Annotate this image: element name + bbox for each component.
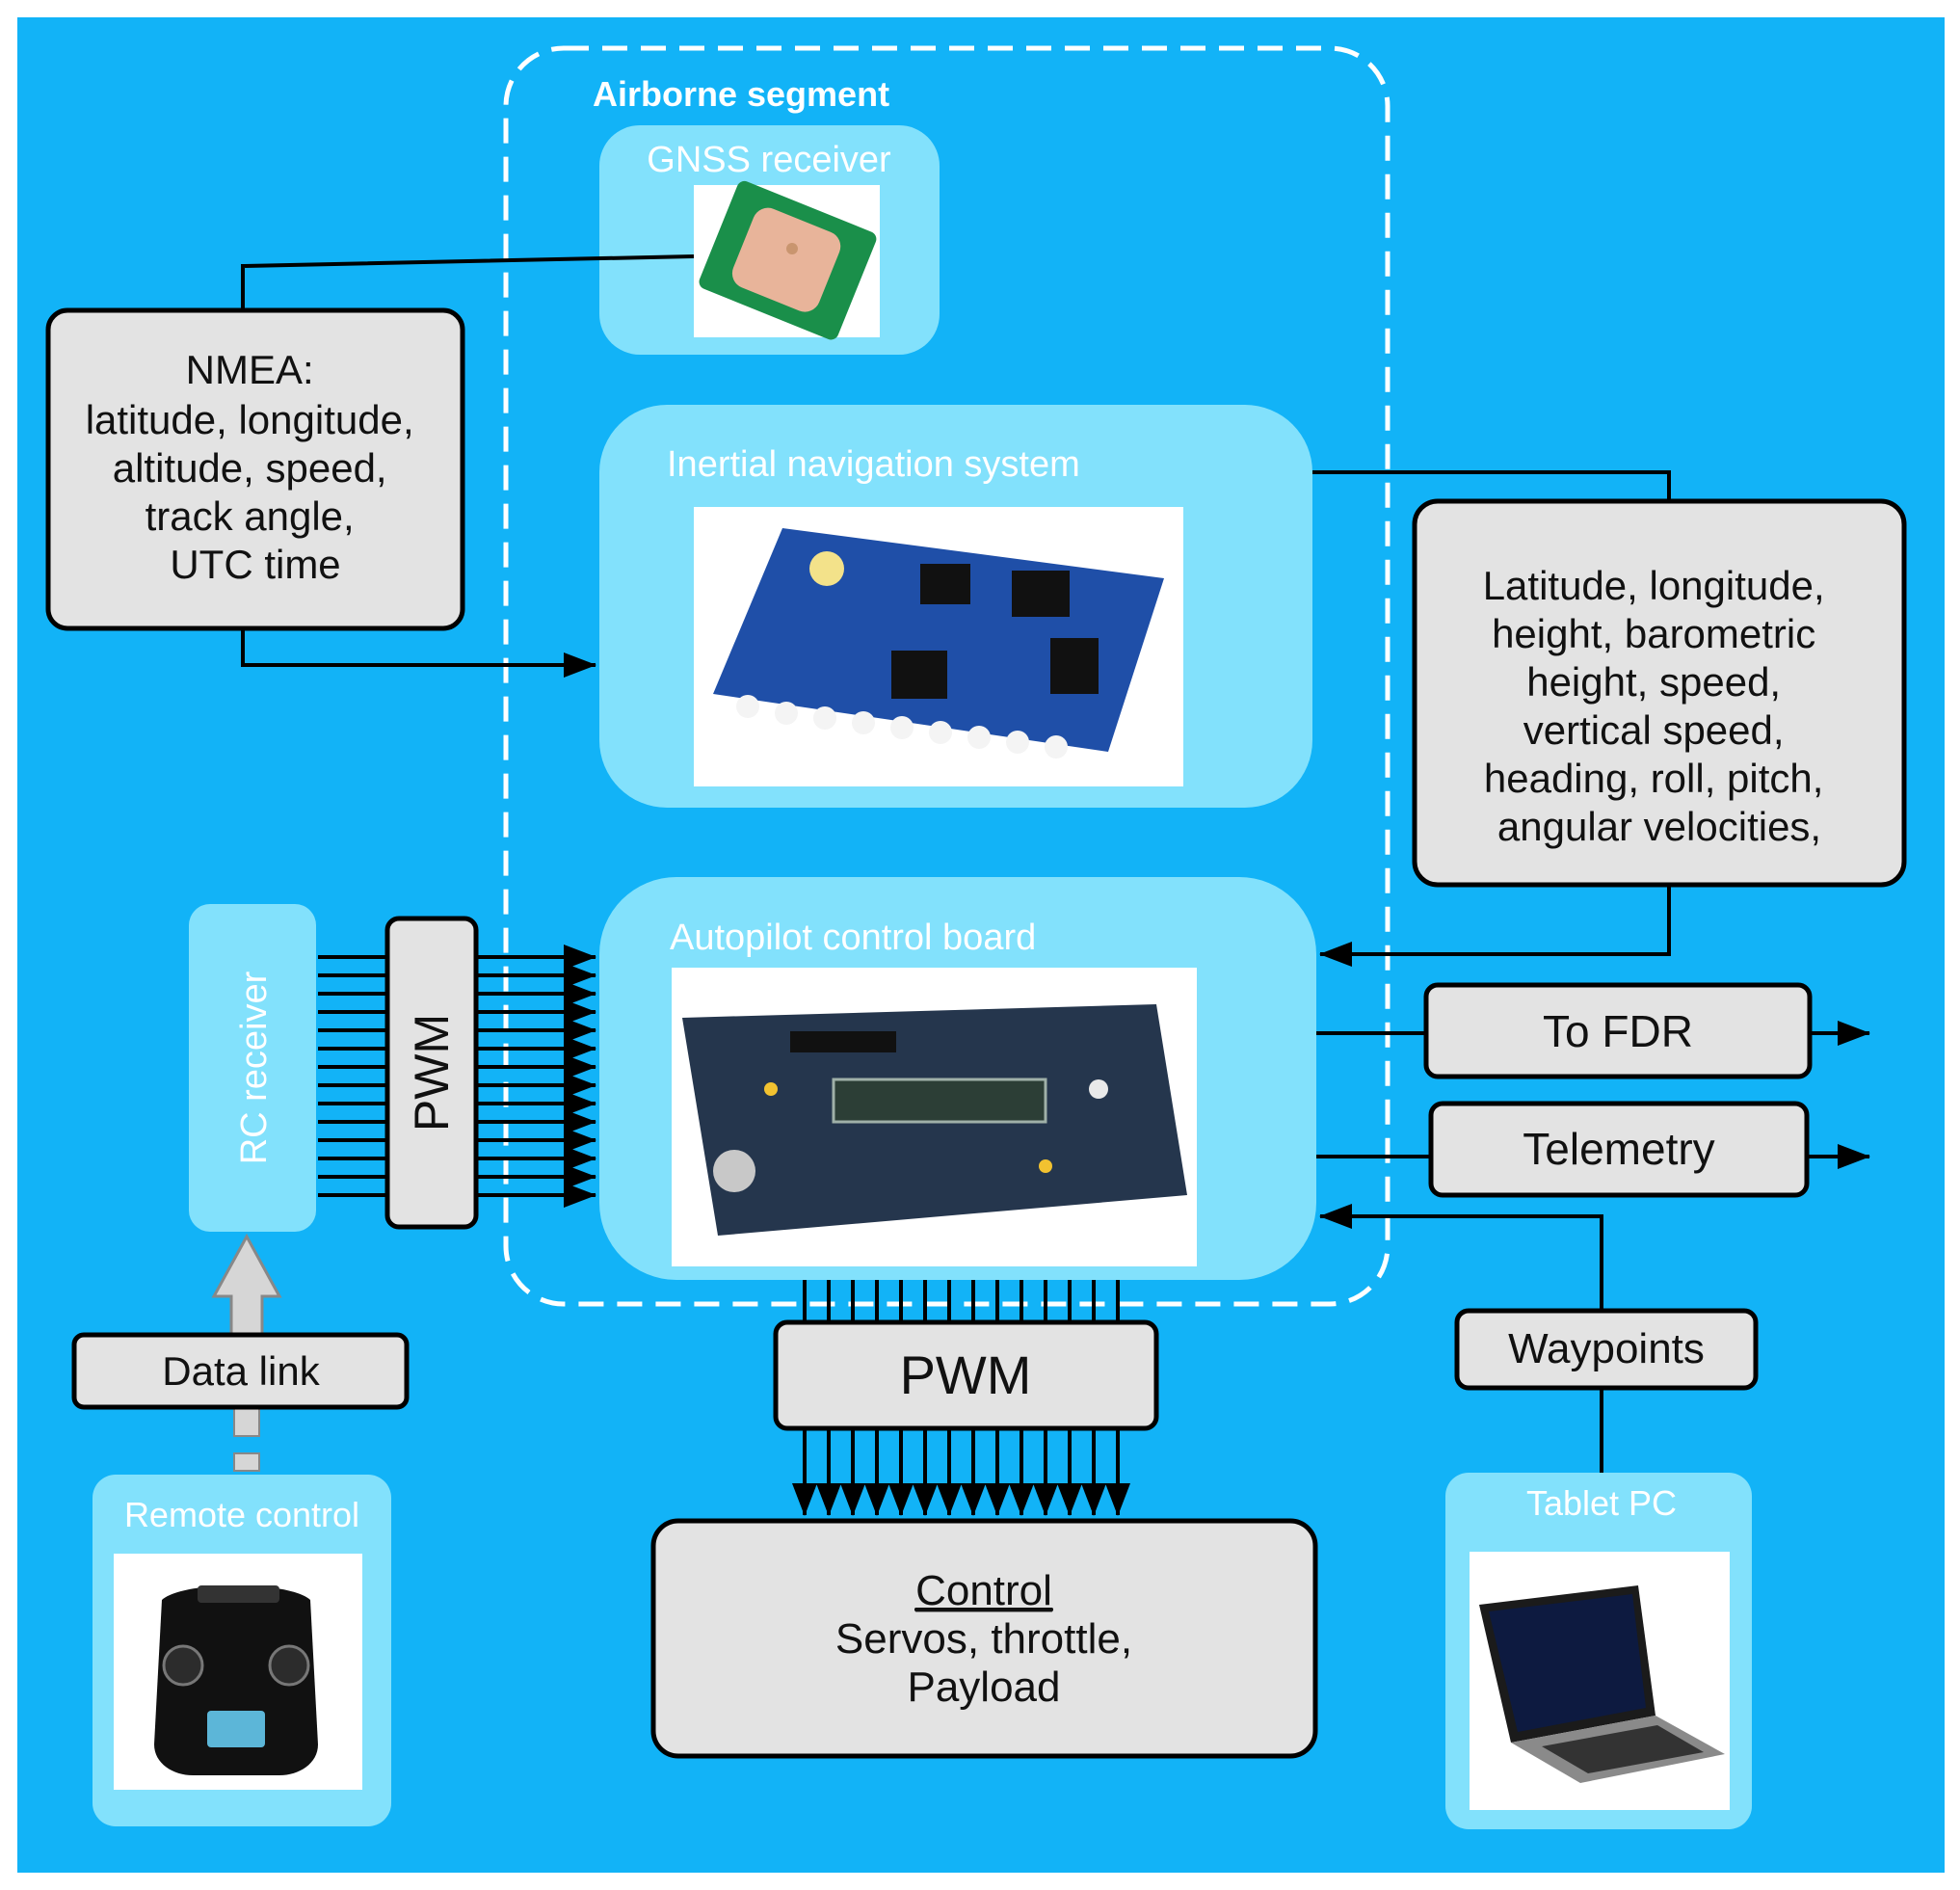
pwm-rc-box: PWM bbox=[384, 916, 479, 1230]
control-line-2: Payload bbox=[907, 1664, 1060, 1711]
tablet-pc-title: Tablet PC bbox=[1526, 1483, 1677, 1523]
nmea-box: NMEA: latitude, longitude, altitude, spe… bbox=[45, 307, 465, 631]
pwm-out-label: PWM bbox=[900, 1344, 1032, 1405]
data-link-flow: Data link bbox=[71, 1233, 410, 1472]
data-link-label: Data link bbox=[162, 1348, 320, 1394]
ins-outputs-text: Latitude, longitude, height, barometric … bbox=[1483, 563, 1837, 849]
rc-receiver-title: RC receiver bbox=[234, 971, 275, 1164]
control-box: Control Servos, throttle, Payload bbox=[650, 1518, 1318, 1759]
to-fdr-box bbox=[1423, 982, 1813, 1079]
ins-title: Inertial navigation system bbox=[667, 444, 1080, 485]
nmea-text: NMEA: latitude, longitude, altitude, spe… bbox=[86, 347, 426, 587]
pwm-to-autopilot-arrows bbox=[476, 945, 596, 1208]
data-link-box bbox=[71, 1332, 410, 1410]
telemetry-flow: Telemetry bbox=[1316, 1101, 1870, 1198]
nmea-line-3: altitude, speed, bbox=[113, 445, 387, 491]
autopilot-title: Autopilot control board bbox=[670, 918, 1036, 958]
waypoints-box bbox=[1454, 1308, 1759, 1391]
rc-receiver-panel: RC receiver bbox=[189, 904, 316, 1232]
ins-outputs-line-6: angular velocities, bbox=[1497, 804, 1821, 849]
telemetry-box bbox=[1428, 1101, 1810, 1198]
ins-outputs-line-4: vertical speed, bbox=[1523, 707, 1785, 753]
airborne-segment-title: Airborne segment bbox=[593, 74, 889, 114]
nmea-line-4: track angle, bbox=[146, 493, 355, 539]
airborne-segment-boundary bbox=[503, 45, 1391, 1307]
nmea-connection bbox=[241, 254, 695, 678]
autopilot-panel: Autopilot control board bbox=[599, 877, 1316, 1280]
laptop-icon bbox=[1479, 1585, 1725, 1783]
airborne-segment: Airborne segment bbox=[503, 45, 1391, 1307]
waypoints-flow: Waypoints bbox=[1319, 1204, 1759, 1475]
pwm-rc-label: PWM bbox=[405, 1014, 459, 1131]
data-link-connector-small bbox=[233, 1452, 260, 1472]
ins-outputs-line-5: heading, roll, pitch, bbox=[1484, 756, 1824, 801]
gnss-receiver-panel: GNSS receiver bbox=[599, 125, 940, 355]
imu-board-icon bbox=[713, 528, 1164, 759]
nmea-line-5: UTC time bbox=[170, 542, 340, 587]
remote-control-title: Remote control bbox=[124, 1495, 359, 1534]
tablet-pc-panel: Tablet PC bbox=[1445, 1473, 1752, 1829]
to-fdr-flow: To FDR bbox=[1316, 982, 1870, 1079]
gnss-receiver-title: GNSS receiver bbox=[647, 140, 891, 180]
remote-control-panel: Remote control bbox=[93, 1475, 391, 1826]
nmea-line-1: NMEA: bbox=[186, 347, 314, 392]
ins-panel: Inertial navigation system bbox=[599, 405, 1312, 808]
rc-to-pwm-lines bbox=[318, 955, 387, 1197]
nmea-line-2: latitude, longitude, bbox=[86, 397, 414, 442]
rc-transmitter-icon bbox=[154, 1585, 318, 1775]
ins-outputs-line-3: height, speed, bbox=[1526, 659, 1781, 705]
waypoints-label: Waypoints bbox=[1508, 1325, 1705, 1372]
ins-outputs-line-2: height, barometric bbox=[1492, 611, 1815, 656]
control-line-1: Servos, throttle, bbox=[835, 1615, 1132, 1663]
pwm-to-control-arrows bbox=[792, 1428, 1130, 1516]
pwm-out-box: PWM bbox=[773, 1319, 1159, 1431]
data-link-up-arrow bbox=[211, 1233, 282, 1337]
ins-output-connection bbox=[1312, 470, 1671, 967]
control-heading: Control bbox=[915, 1567, 1052, 1614]
autopilot-pcb-icon bbox=[682, 1004, 1187, 1236]
gnss-antenna-icon bbox=[699, 180, 877, 340]
to-fdr-label: To FDR bbox=[1543, 1006, 1693, 1056]
data-link-connector-stem bbox=[233, 1406, 260, 1437]
autopilot-to-pwm-lines bbox=[803, 1280, 1120, 1322]
ins-outputs-line-1: Latitude, longitude, bbox=[1483, 563, 1825, 608]
telemetry-label: Telemetry bbox=[1523, 1124, 1714, 1174]
ins-outputs-box: Latitude, longitude, height, barometric … bbox=[1412, 498, 1907, 888]
